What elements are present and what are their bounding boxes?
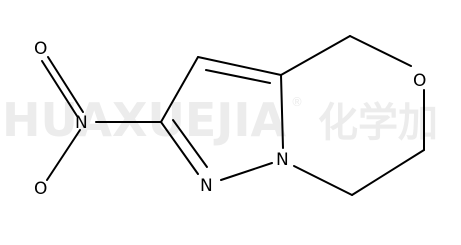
bond-c3a-n1	[280, 74, 284, 149]
bond-n1-n2	[220, 162, 273, 181]
bond-ch2-o	[349, 35, 412, 67]
watermark: HUAXUEJIA ® 化学加	[2, 93, 438, 147]
structure-canvas: HUAXUEJIA ® 化学加	[2, 35, 438, 199]
atom-o-nitro-top: O	[34, 39, 47, 59]
bond-n-o-bottom	[46, 129, 81, 181]
watermark-latin: HUAXUEJIA	[2, 93, 287, 147]
bond-ch2c-n1	[293, 165, 353, 196]
bonds	[41, 35, 425, 196]
bond-c3-c3a-a	[197, 56, 282, 76]
bond-n-o-top-a	[47, 56, 84, 113]
bond-n2-c2-b	[172, 119, 208, 168]
atom-n2-ring: N	[200, 176, 213, 196]
bond-n2-c2-a	[160, 121, 199, 175]
atom-o-nitro-bottom: O	[34, 179, 47, 199]
watermark-cjk: 化学加	[318, 100, 438, 146]
bond-c3a-ch2	[280, 35, 351, 76]
atom-labels: O N O N N O	[34, 39, 426, 199]
bond-c3-c3a-b	[205, 69, 271, 84]
bond-c2-c3	[160, 56, 199, 123]
atom-n1-ring: N	[276, 150, 289, 170]
bond-n-o-top-b	[41, 60, 78, 117]
watermark-registered: ®	[291, 95, 303, 109]
atom-n-nitro: N	[75, 113, 88, 133]
bond-ch2b-ch2c	[351, 149, 425, 196]
atom-o-ring: O	[413, 71, 426, 91]
molecule-drawing: HUAXUEJIA ® 化学加	[2, 35, 438, 199]
